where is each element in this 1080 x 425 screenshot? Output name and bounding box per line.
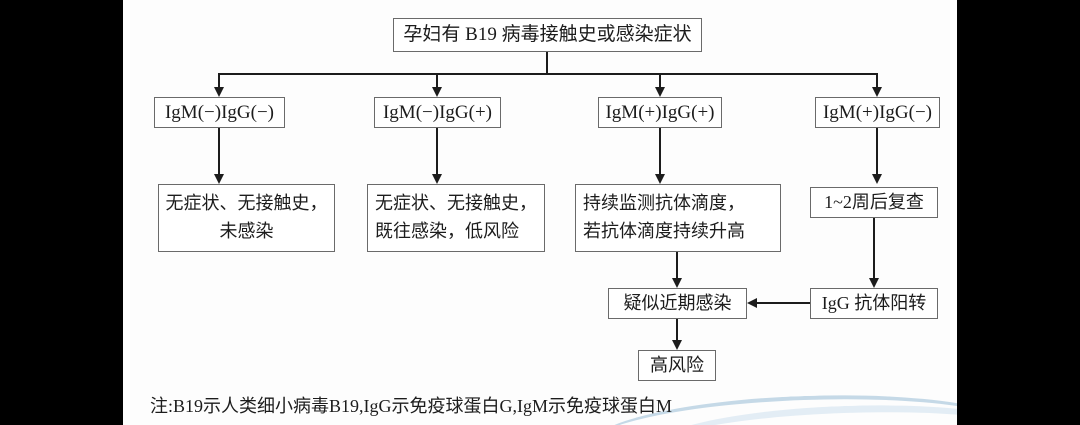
- node-test-igm-pos-igg-neg: IgM(+)IgG(−): [815, 97, 940, 128]
- connector-drop-4: [876, 74, 878, 88]
- connector-suspected-highrisk: [676, 319, 678, 341]
- node-outcome-monitor-titer: 持续监测抗体滴度， 若抗体滴度持续升高: [575, 184, 781, 252]
- connector-test2-outcome2: [436, 128, 438, 175]
- arrowhead-down-icon: [672, 278, 682, 288]
- letterbox-right: [957, 0, 1080, 425]
- connector-branch-spine: [218, 73, 878, 75]
- connector-recheck-seroconversion: [873, 218, 875, 279]
- outcome-line: 持续监测抗体滴度，: [583, 193, 745, 214]
- arrowhead-down-icon: [872, 174, 882, 184]
- node-outcome-past-infection: 无症状、无接触史， 既往感染，低风险: [367, 184, 545, 252]
- arrowhead-down-icon: [655, 174, 665, 184]
- node-igg-seroconversion: IgG 抗体阳转: [810, 288, 938, 319]
- connector-drop-3: [659, 74, 661, 88]
- connector-test4-outcome4: [876, 128, 878, 175]
- arrowhead-down-icon: [869, 278, 879, 288]
- arrowhead-down-icon: [672, 340, 682, 350]
- outcome-line: 既往感染，低风险: [375, 221, 519, 241]
- arrowhead-down-icon: [214, 174, 224, 184]
- arrowhead-down-icon: [214, 87, 224, 97]
- arrowhead-left-icon: [747, 298, 757, 308]
- arrowhead-down-icon: [432, 87, 442, 97]
- arrowhead-down-icon: [872, 87, 882, 97]
- connector-drop-1: [218, 74, 220, 88]
- connector-seroconversion-suspected: [757, 302, 810, 304]
- outcome-line: 若抗体滴度持续升高: [583, 221, 745, 241]
- outcome-line: 无症状、无接触史，: [375, 193, 537, 214]
- node-suspected-recent-infection: 疑似近期感染: [608, 288, 747, 319]
- node-high-risk: 高风险: [638, 350, 716, 381]
- connector-test3-outcome3: [659, 128, 661, 175]
- node-test-igm-neg-igg-neg: IgM(−)IgG(−): [154, 97, 285, 128]
- figure-footnote: 注:B19示人类细小病毒B19,IgG示免疫球蛋白G,IgM示免疫球蛋白M: [150, 396, 673, 416]
- connector-root-stem: [546, 52, 548, 74]
- connector-drop-2: [436, 74, 438, 88]
- arrowhead-down-icon: [432, 174, 442, 184]
- node-test-igm-neg-igg-pos: IgM(−)IgG(+): [374, 97, 501, 128]
- connector-monitor-suspected: [676, 252, 678, 279]
- outcome-line: 未感染: [219, 221, 274, 241]
- connector-test1-outcome1: [218, 128, 220, 175]
- node-outcome-not-infected: 无症状、无接触史， 未感染: [158, 184, 335, 252]
- outcome-line: 无症状、无接触史，: [165, 193, 328, 214]
- arrowhead-down-icon: [655, 87, 665, 97]
- letterbox-left: [0, 0, 123, 425]
- node-outcome-recheck-1-2-weeks: 1~2周后复查: [810, 187, 938, 218]
- node-root-condition: 孕妇有 B19 病毒接触史或感染症状: [393, 18, 702, 52]
- node-test-igm-pos-igg-pos: IgM(+)IgG(+): [598, 97, 722, 128]
